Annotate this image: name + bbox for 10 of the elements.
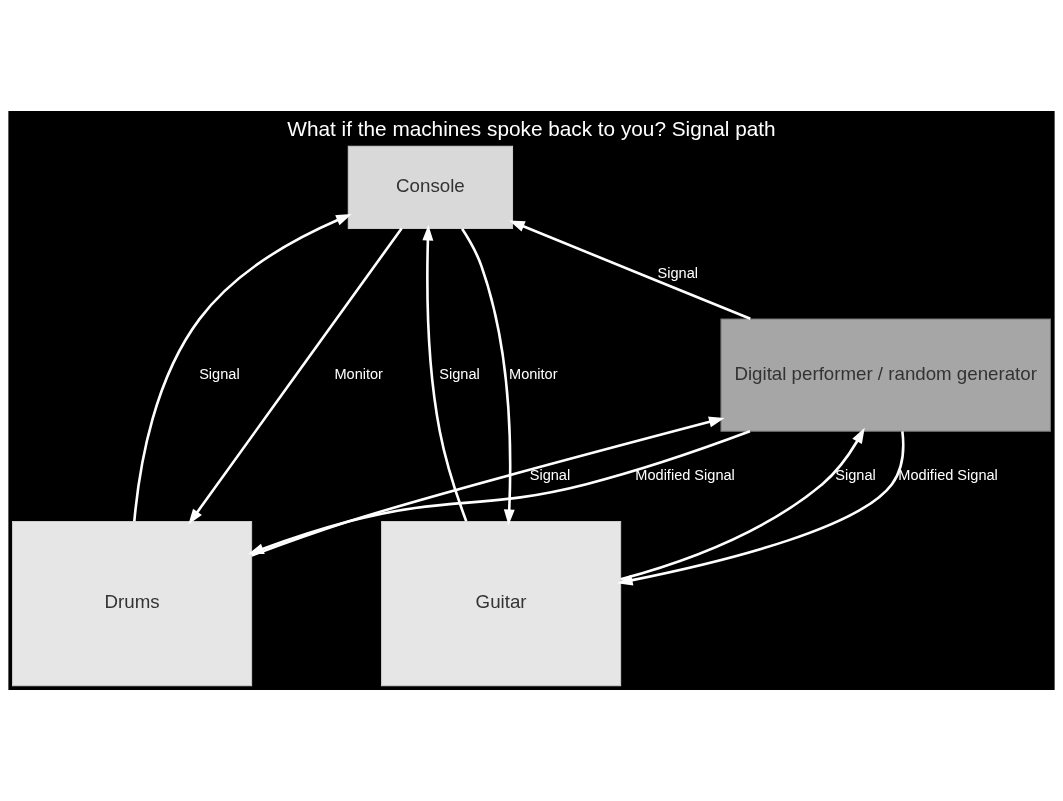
edge-label: Modified Signal xyxy=(635,467,735,484)
edge-label: Monitor xyxy=(509,365,558,382)
edge-label: Signal xyxy=(439,365,480,382)
edge-label: Signal xyxy=(199,365,240,382)
edge-label: Signal xyxy=(835,467,876,484)
edge-label: Signal xyxy=(529,467,571,484)
edge-label: Modified Signal xyxy=(898,467,998,484)
edge-label: Signal xyxy=(657,264,699,281)
edge-label: Monitor xyxy=(334,365,383,382)
diagram-title: What if the machines spoke back to you? Signal path xyxy=(287,116,776,140)
